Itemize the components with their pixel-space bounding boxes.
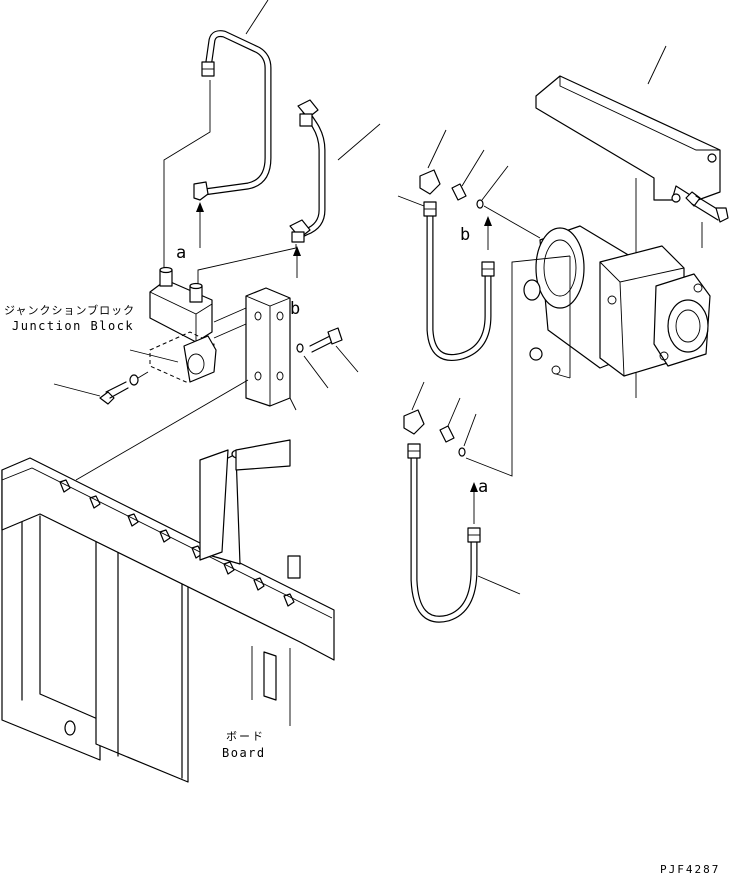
bolt-support — [685, 191, 729, 248]
frame-board — [1, 439, 335, 783]
upper-hose — [397, 129, 541, 361]
junction-block — [149, 266, 217, 383]
bolt-junction — [53, 349, 179, 405]
ref-b-upper: b — [290, 299, 300, 319]
board-label-jp: ボード — [226, 730, 265, 743]
ref-b-right: b — [460, 225, 470, 245]
ref-a-upper: a — [176, 243, 186, 263]
upper-tube-right — [289, 99, 326, 243]
board-label-en: Board — [222, 746, 266, 760]
junction-block-label-jp: ジャンクションブロック — [4, 303, 135, 317]
leader-lines-upper — [163, 0, 381, 292]
upper-tube-left — [193, 30, 272, 201]
junction-block-label-en: Junction Block — [12, 319, 134, 333]
lower-hose — [403, 255, 571, 623]
drawing-code: PJF4287 — [660, 863, 720, 875]
hydraulic-pump — [523, 225, 711, 379]
support-bracket — [535, 45, 721, 398]
bolt-bracket — [75, 327, 359, 481]
bracket-plate — [213, 287, 297, 411]
ref-a-lower: a — [478, 477, 488, 497]
